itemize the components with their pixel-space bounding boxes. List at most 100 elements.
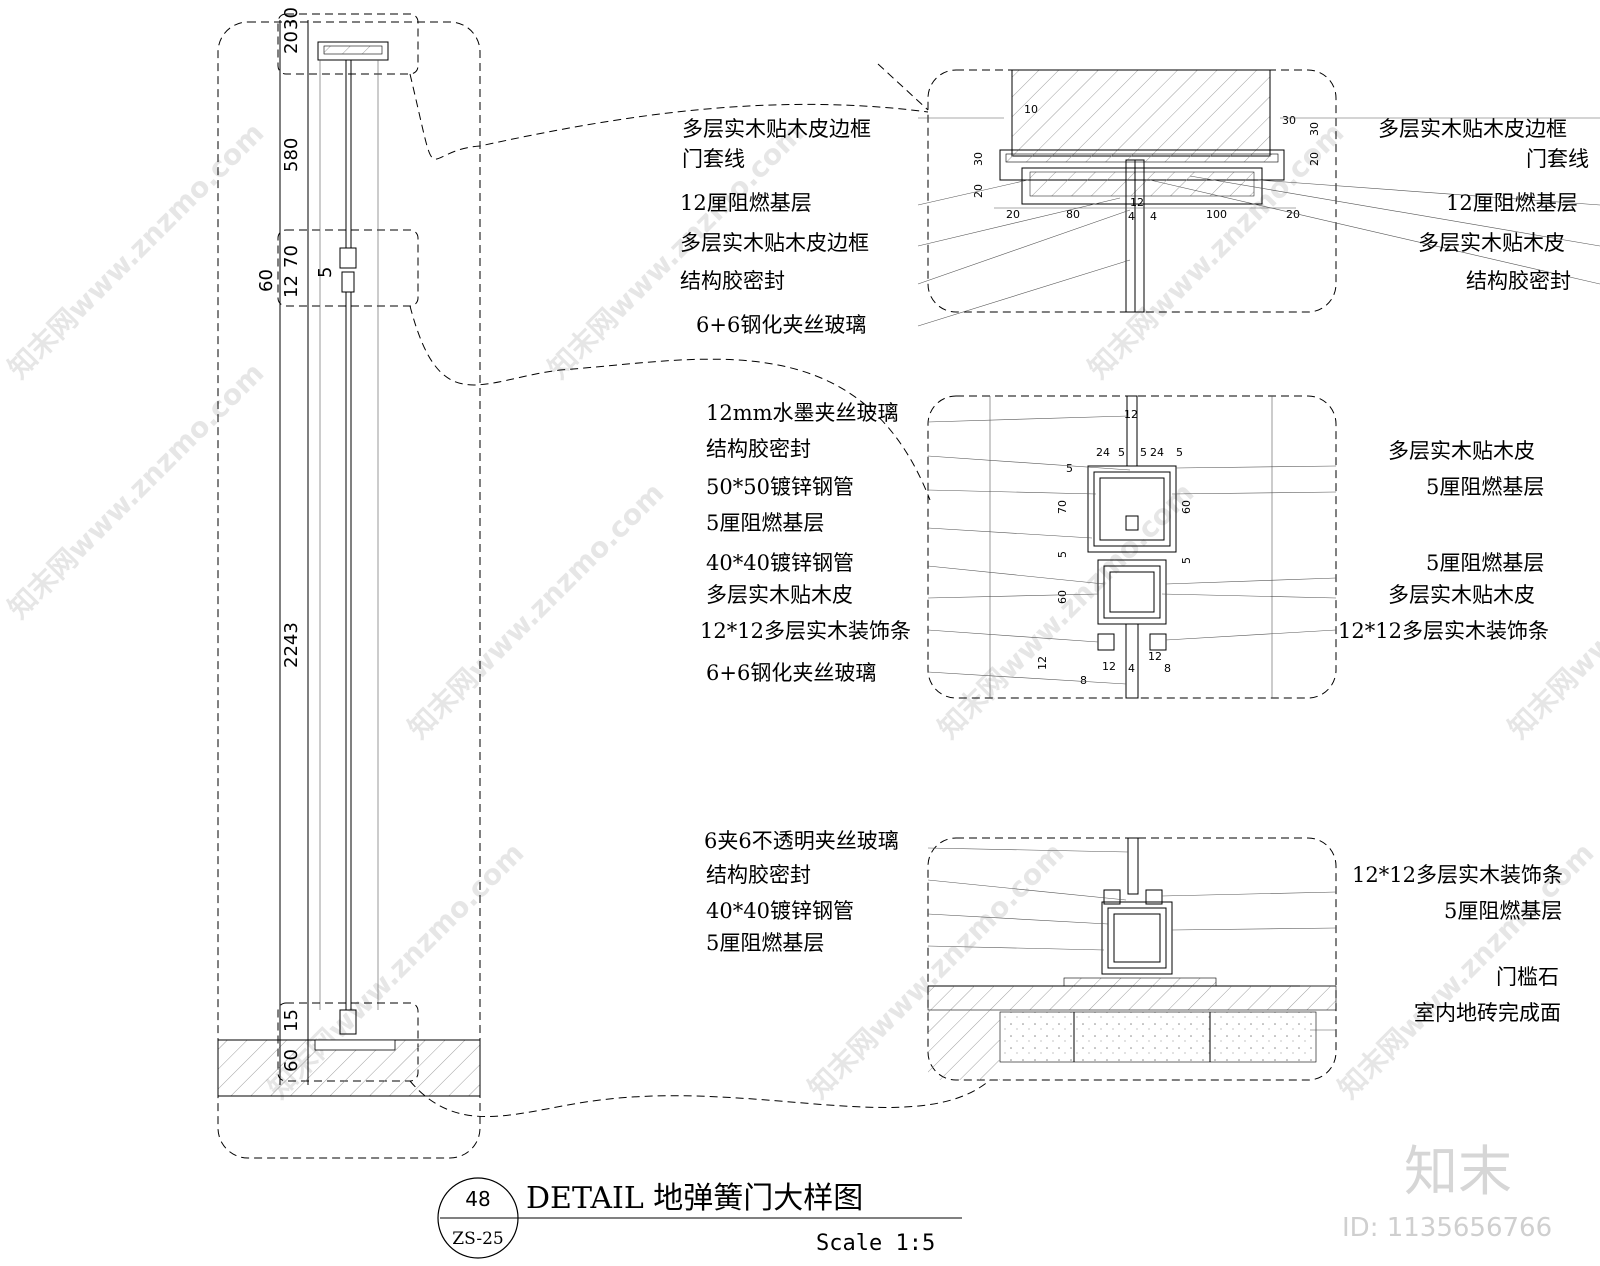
label-top-left-1: 门套线 [682, 147, 745, 171]
threshold-stone [927, 985, 1337, 1011]
dim-label: 24 [1096, 446, 1110, 459]
label-mid-left-6: 12*12多层实木装饰条 [700, 619, 911, 643]
dim-label: 24 [1150, 446, 1164, 459]
label-mid-right-1: 5厘阻燃基层 [1426, 475, 1544, 499]
dim-label: 20 [1308, 152, 1321, 166]
dim-label: 580 [281, 138, 302, 172]
dim-label: 8 [1164, 662, 1171, 675]
label-bot-left-1: 结构胶密封 [706, 863, 811, 887]
labels-top: 多层实木贴木皮边框 门套线 12厘阻燃基层 多层实木贴木皮边框 结构胶密封 6+… [680, 117, 1589, 337]
label-bot-right-1: 5厘阻燃基层 [1444, 899, 1562, 923]
callout-leaders [409, 63, 991, 1117]
dim-label: 70 [281, 245, 302, 268]
dim-label: 12 [1130, 196, 1144, 209]
drawing-title: DETAIL 地弹簧门大样图 [526, 1181, 863, 1216]
label-bot-left-3: 5厘阻燃基层 [706, 931, 824, 955]
dim-label: 100 [1206, 208, 1227, 221]
label-mid-left-1: 结构胶密封 [706, 437, 811, 461]
dim-label: 20 [1286, 208, 1300, 221]
dim-label: 5 [1056, 551, 1069, 558]
detail-number: 48 [465, 1187, 490, 1211]
label-top-left-4: 结构胶密封 [680, 269, 785, 293]
dim-label: 12 [281, 275, 302, 298]
watermark-layer: 知末网www.znzmo.com 知末网www.znzmo.com 知末网www… [2, 116, 1600, 1105]
label-top-left-2: 12厘阻燃基层 [680, 191, 812, 215]
dim-label: 5 [1118, 446, 1125, 459]
dim-label: 20 [281, 31, 302, 54]
watermark-text: 知末网www.znzmo.com [402, 476, 671, 745]
label-mid-right-0: 多层实木贴木皮 [1388, 439, 1535, 463]
label-top-left-3: 多层实木贴木皮边框 [680, 231, 869, 255]
label-bot-right-3: 室内地砖完成面 [1414, 1001, 1561, 1025]
dim-label: 2243 [281, 622, 302, 668]
label-mid-left-3: 5厘阻燃基层 [706, 511, 824, 535]
title-block: 48 ZS-25 DETAIL 地弹簧门大样图 Scale 1:5 [437, 1177, 962, 1259]
label-bot-left-2: 40*40镀锌钢管 [706, 899, 854, 923]
label-mid-left-4: 40*40镀锌钢管 [706, 551, 854, 575]
label-top-left-5: 6+6钢化夹丝玻璃 [696, 313, 866, 337]
dim-label: 5 [1180, 557, 1193, 564]
dim-label: 5 [1140, 446, 1147, 459]
dim-label: 20 [1006, 208, 1020, 221]
label-mid-left-0: 12mm水墨夹丝玻璃 [706, 401, 899, 425]
label-top-left-0: 多层实木贴木皮边框 [682, 117, 871, 141]
dim-label: 5 [1176, 446, 1183, 459]
dim-label: 60 [1056, 590, 1069, 604]
dim-label: 4 [1128, 662, 1135, 675]
label-mid-right-3: 多层实木贴木皮 [1388, 583, 1535, 607]
dim-label: 60 [1180, 500, 1193, 514]
dim-label: 4 [1150, 210, 1157, 223]
brand-mark: 知末 ID: 1135656766 [1342, 1140, 1552, 1243]
label-top-right-3: 多层实木贴木皮 [1418, 231, 1565, 255]
dim-label: 5 [1066, 462, 1073, 475]
label-bot-right-0: 12*12多层实木装饰条 [1352, 863, 1563, 887]
label-bot-left-0: 6夹6不透明夹丝玻璃 [704, 829, 899, 853]
label-mid-left-2: 50*50镀锌钢管 [706, 475, 854, 499]
label-bot-right-2: 门槛石 [1496, 965, 1559, 989]
sheet-number: ZS-25 [452, 1229, 503, 1249]
label-mid-right-4: 12*12多层实木装饰条 [1338, 619, 1549, 643]
dim-label: 15 [281, 1009, 302, 1032]
label-top-right-2: 12厘阻燃基层 [1446, 191, 1578, 215]
dim-label: 12 [1148, 650, 1162, 663]
dim-label: 10 [1024, 103, 1038, 116]
dim-label: 30 [972, 152, 985, 166]
watermark-text: 知末网www.znzmo.com [1502, 476, 1600, 745]
brand-logo: 知末 [1404, 1140, 1512, 1203]
dim-label: 30 [1308, 122, 1321, 136]
wall-section [1011, 69, 1271, 157]
dim-label: 30 [1282, 114, 1296, 127]
dim-label: 12 [1124, 408, 1138, 421]
image-id: ID: 1135656766 [1342, 1213, 1552, 1243]
label-top-right-4: 结构胶密封 [1466, 269, 1571, 293]
dim-label: 70 [1056, 500, 1069, 514]
dim-label: 60 [281, 1049, 302, 1072]
detail-mid: 12 24 5 5 24 5 5 70 60 5 5 60 12 8 12 4 … [927, 395, 1337, 699]
labels-bottom: 6夹6不透明夹丝玻璃 结构胶密封 40*40镀锌钢管 5厘阻燃基层 12*12多… [704, 829, 1563, 1025]
dim-label: 60 [256, 269, 277, 292]
labels-mid: 12mm水墨夹丝玻璃 结构胶密封 50*50镀锌钢管 5厘阻燃基层 40*40镀… [700, 401, 1549, 685]
dim-label: 12 [1036, 656, 1049, 670]
dim-label: 12 [1102, 660, 1116, 673]
dim-label: 30 [281, 7, 302, 30]
label-mid-right-2: 5厘阻燃基层 [1426, 551, 1544, 575]
drawing-scale: Scale 1:5 [816, 1231, 935, 1256]
watermark-text: 知末网www.znzmo.com [2, 356, 271, 625]
label-top-right-1: 门套线 [1526, 147, 1589, 171]
callout-top [277, 13, 419, 75]
elevation-boundary [217, 21, 481, 1159]
detail-top: 10 30 30 20 30 20 80 12 4 4 100 20 20 [917, 69, 1600, 327]
detail-bottom [927, 837, 1337, 1081]
dim-label: 4 [1128, 210, 1135, 223]
watermark-text: 知末网www.znzmo.com [2, 116, 271, 385]
dim-label: 8 [1080, 674, 1087, 687]
label-top-right-0: 多层实木贴木皮边框 [1378, 117, 1567, 141]
label-mid-left-7: 6+6钢化夹丝玻璃 [706, 661, 876, 685]
floor-tile [999, 1011, 1317, 1063]
door-elevation: 20 30 580 60 12 70 5 2243 15 60 [217, 7, 481, 1159]
dim-label: 80 [1066, 208, 1080, 221]
top-frame [317, 41, 389, 61]
dim-label: 5 [315, 267, 336, 278]
label-mid-left-5: 多层实木贴木皮 [706, 583, 853, 607]
